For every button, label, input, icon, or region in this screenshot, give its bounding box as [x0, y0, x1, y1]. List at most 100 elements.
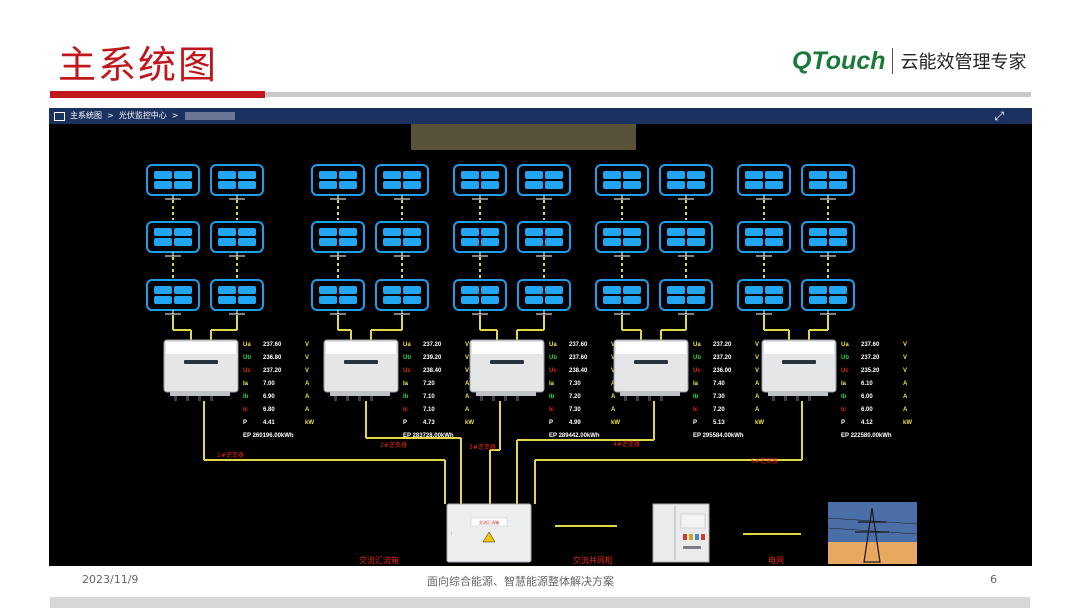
pv-panel-cell [154, 171, 172, 179]
inverter-connector [660, 396, 663, 401]
breadcrumb-item-redacted [185, 112, 236, 120]
inverter-label: 1#逆变器 [217, 451, 244, 459]
pv-panel-cell [319, 296, 337, 304]
pv-panel-cell [383, 238, 401, 246]
pv-panel [737, 164, 791, 196]
pv-panel-cell [525, 228, 543, 236]
inverter-connector [480, 396, 483, 401]
pv-panel-cell [765, 286, 783, 294]
inverter-base [330, 392, 390, 396]
pv-panel-cell [383, 286, 401, 294]
param-name: Ib [549, 394, 555, 400]
pv-panel-cell [461, 171, 479, 179]
pv-panel-cell [383, 296, 401, 304]
param-value: 7.30 [713, 394, 725, 400]
pv-panel-cell [545, 296, 563, 304]
param-value: 237.60 [569, 342, 588, 348]
pv-panel [737, 221, 791, 253]
ac-grid-cabinet [652, 503, 710, 563]
param-value: 6.80 [263, 407, 275, 413]
param-value: 238.40 [423, 368, 442, 374]
param-value: 236.00 [713, 368, 732, 374]
energy-readout: EP 289442.00kWh [549, 433, 600, 439]
param-value: 6.10 [861, 381, 873, 387]
fullscreen-icon[interactable]: ⤢ [994, 109, 1004, 123]
breadcrumb-item-pv[interactable]: 光伏监控中心 [118, 111, 167, 120]
logo-brand: QTouch [792, 46, 886, 75]
param-unit: A [465, 394, 470, 400]
inverter-top-face [166, 342, 236, 354]
param-name: P [693, 420, 697, 426]
pv-panel [210, 221, 264, 253]
param-unit: kW [755, 420, 764, 426]
inverter-connector [358, 396, 361, 401]
param-unit: A [903, 407, 908, 413]
pv-panel-cell [403, 286, 421, 294]
param-name: Ic [841, 407, 847, 413]
param-value: 238.40 [569, 368, 588, 374]
breadcrumb-item-main[interactable]: 主系统图 [70, 111, 102, 120]
pv-panel-cell [745, 286, 763, 294]
inverter-connector [370, 396, 373, 401]
pv-panel [146, 164, 200, 196]
pv-panel-cell [154, 181, 172, 189]
pv-panel-cell [603, 238, 621, 246]
inverter-connector [624, 396, 627, 401]
pv-panel [595, 279, 649, 311]
pv-panel-cell [238, 238, 256, 246]
pv-panel-cell [545, 238, 563, 246]
cabinet-breaker [683, 534, 687, 540]
pv-panel-cell [765, 238, 783, 246]
pv-panel-cell [745, 296, 763, 304]
param-name: Ia [693, 381, 699, 387]
menu-icon[interactable] [54, 111, 65, 121]
param-unit: V [755, 368, 759, 374]
pv-panel-cell [623, 171, 641, 179]
param-name: Uc [549, 368, 557, 374]
pv-panel-cell [525, 286, 543, 294]
pv-panel-cell [623, 228, 641, 236]
pv-panel [375, 279, 429, 311]
inverter-top-face [472, 342, 542, 354]
pv-panel-cell [481, 238, 499, 246]
pv-panel [210, 279, 264, 311]
param-unit: A [305, 407, 310, 413]
param-name: Ia [403, 381, 409, 387]
pv-panel-cell [829, 286, 847, 294]
pv-panel-cell [745, 181, 763, 189]
grid-sunset [828, 542, 917, 564]
pv-panel-cell [319, 238, 337, 246]
pv-panel-cell [238, 171, 256, 179]
param-name: Uc [841, 368, 849, 374]
inverter-display [344, 360, 378, 364]
param-unit: V [465, 368, 469, 374]
pv-panel-cell [154, 228, 172, 236]
param-value: 4.12 [861, 420, 873, 426]
pv-panel-cell [765, 296, 783, 304]
pv-panel-cell [218, 181, 236, 189]
param-value: 6.90 [263, 394, 275, 400]
pv-panel-cell [623, 296, 641, 304]
pv-panel [453, 164, 507, 196]
power-line [827, 527, 918, 535]
inverter-connector [808, 396, 811, 401]
pv-panel-cell [667, 171, 685, 179]
energy-readout: EP 260196.00kWh [243, 433, 294, 439]
pv-panel-cell [238, 296, 256, 304]
transmission-tower-icon [863, 507, 881, 563]
inverter-connector [636, 396, 639, 401]
pv-panel-cell [238, 228, 256, 236]
param-name: Ua [841, 342, 849, 348]
combiner-nameplate: 交流汇流箱 [479, 519, 499, 525]
pv-panel-cell [218, 171, 236, 179]
pv-panel-cell [218, 238, 236, 246]
footer-bar [50, 597, 1030, 608]
param-name: Ic [549, 407, 555, 413]
param-name: Ua [693, 342, 701, 348]
param-unit: A [755, 381, 760, 387]
pv-panel [801, 221, 855, 253]
pv-panel-cell [623, 286, 641, 294]
pv-panel [659, 221, 713, 253]
pv-panel-cell [829, 171, 847, 179]
pv-panel-cell [829, 228, 847, 236]
